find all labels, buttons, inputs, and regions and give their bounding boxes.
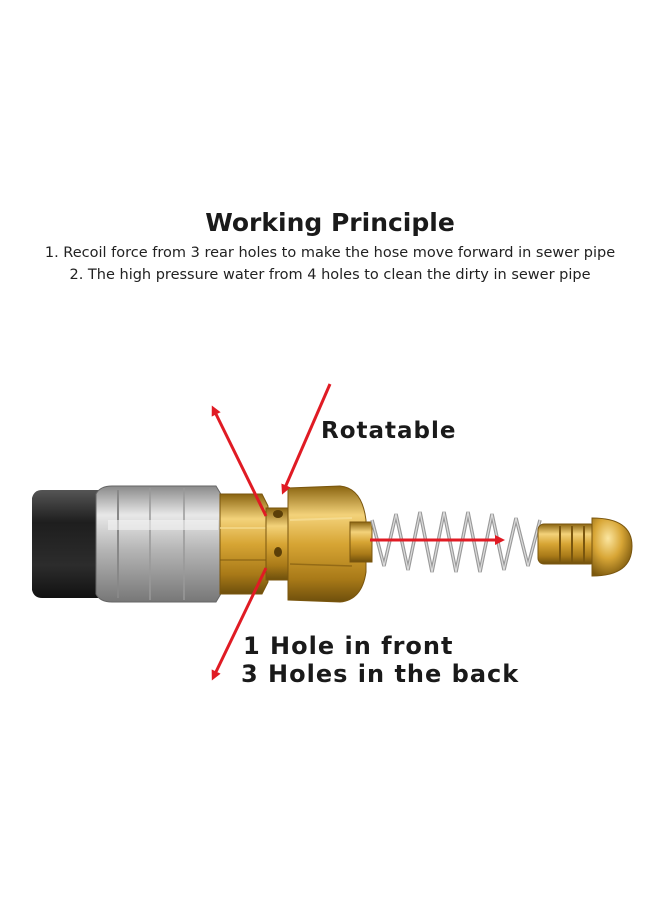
- back-holes-label: 3 Holes in the back: [241, 660, 520, 688]
- rotatable-label: Rotatable: [321, 418, 457, 444]
- front-hole-label: 1 Hole in front: [243, 632, 454, 660]
- hex-fitting-rear: [219, 493, 269, 595]
- front-tip: [537, 517, 633, 577]
- rear-jet-arrow-up: [211, 405, 268, 517]
- rotating-neck: [265, 507, 291, 581]
- hex-fitting-front: [287, 485, 373, 603]
- principle-line-2: 2. The high pressure water from 4 holes …: [69, 267, 591, 283]
- rotation-arrow: [281, 383, 332, 495]
- force-arrows: [211, 383, 505, 681]
- rear-jet-arrow-down: [211, 567, 268, 681]
- page-title: Working Principle: [205, 208, 455, 237]
- principle-line-1: 1. Recoil force from 3 rear holes to mak…: [44, 245, 616, 261]
- hose: [32, 490, 110, 598]
- crimp-ferrule: [95, 485, 223, 603]
